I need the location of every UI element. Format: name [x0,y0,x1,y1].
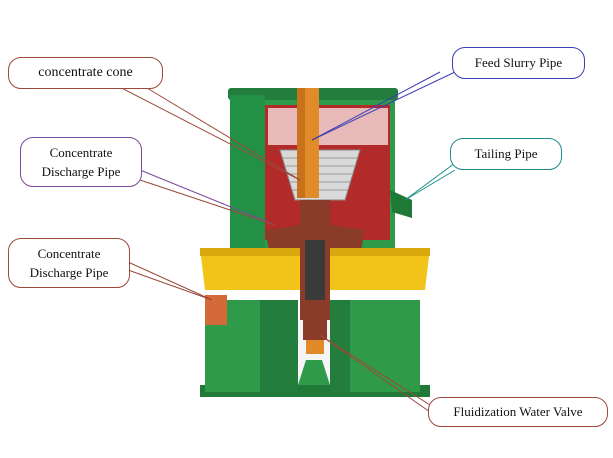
lower-frame-right-side [330,300,350,392]
upper-housing-left-shade [230,95,265,250]
bearing-housing [305,240,325,300]
discharge-pipe-lower [205,295,227,325]
label-feed-slurry-pipe: Feed Slurry Pipe [452,47,585,79]
rotor-right-plate [330,225,365,255]
label-concentrate-discharge-pipe-upper: Concentrate Discharge Pipe [20,137,142,187]
label-concentrate-discharge-upper-line1: Concentrate [49,145,113,160]
belt-band-left [200,248,300,290]
belt-band-right-top [330,248,430,256]
label-concentrate-discharge-upper-line2: Discharge Pipe [41,164,121,179]
spring-assembly [303,300,327,340]
label-tailing-pipe-text: Tailing Pipe [474,146,538,161]
fluidization-valve [306,340,324,354]
belt-band-right [330,248,430,290]
label-fluidization-water-valve-text: Fluidization Water Valve [453,404,583,419]
label-concentrate-cone: concentrate cone [8,57,163,89]
lower-frame-left-side [260,300,298,392]
tailing-pipe [390,190,412,218]
feed-pipe-shade [297,88,305,198]
label-concentrate-discharge-lower-line2: Discharge Pipe [29,265,109,280]
label-concentrate-discharge-pipe-lower: Concentrate Discharge Pipe [8,238,130,288]
label-concentrate-cone-text: concentrate cone [38,65,133,80]
lower-frame-right [350,300,420,392]
leader-lines [109,71,456,413]
pink-panel [268,108,388,145]
label-concentrate-discharge-lower-line1: Concentrate [37,246,101,261]
label-fluidization-water-valve: Fluidization Water Valve [428,397,608,427]
rotor-left-plate [265,225,300,255]
lower-center-wedge [298,360,330,385]
belt-band-left-top [200,248,300,256]
label-feed-slurry-pipe-text: Feed Slurry Pipe [474,55,563,70]
label-tailing-pipe: Tailing Pipe [450,138,562,170]
